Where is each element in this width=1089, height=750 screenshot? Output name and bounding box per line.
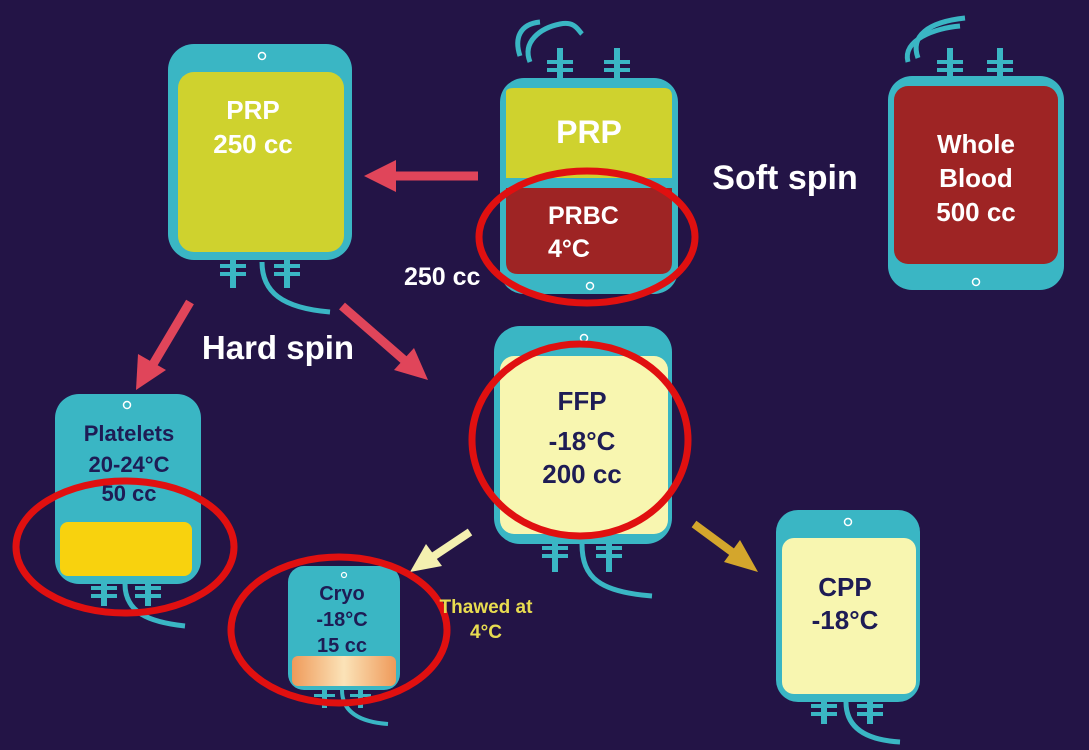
ffp-label: FFP	[557, 386, 606, 416]
arrow-to-platelets	[136, 299, 194, 390]
prbc-label: PRBC	[548, 202, 619, 230]
cryo-bag	[288, 566, 400, 726]
prbc-volume: 250 cc	[404, 263, 481, 291]
platelets-bag	[55, 394, 201, 629]
label-whole-blood: Whole Blood 500 cc	[936, 129, 1016, 227]
cpp-label: CPP	[818, 572, 871, 602]
ffp-bag	[494, 326, 672, 599]
cpp-temp: -18°C	[812, 605, 879, 635]
ffp-volume: 200 cc	[542, 459, 622, 489]
prp-label: PRP	[226, 95, 279, 125]
bag-port	[547, 48, 573, 78]
prp-volume: 250 cc	[213, 129, 293, 159]
whole-blood-bag	[888, 15, 1064, 290]
separated-prp-label: PRP	[556, 114, 622, 150]
bag-port	[811, 698, 837, 724]
bag-port	[135, 580, 161, 606]
bag-port	[274, 258, 300, 288]
bag-port	[604, 48, 630, 78]
whole-blood-volume: 500 cc	[936, 197, 1016, 227]
arrow-to-cryo	[410, 528, 473, 572]
prp-bag	[168, 44, 352, 315]
highlight-circle-platelets	[12, 477, 238, 617]
separated-blood-bag	[500, 19, 678, 294]
cryo-label: Cryo	[319, 583, 365, 605]
whole-blood-line: Whole	[937, 129, 1015, 159]
bag-port	[937, 48, 963, 78]
platelets-label: Platelets	[84, 421, 175, 446]
soft-spin-label: Soft spin	[712, 159, 857, 197]
thawed-temp: 4°C	[470, 622, 502, 643]
hard-spin-label: Hard spin	[202, 329, 354, 366]
bag-port	[987, 48, 1013, 78]
bag-port	[220, 258, 246, 288]
bag-port	[91, 580, 117, 606]
prbc-temp: 4°C	[548, 235, 590, 263]
whole-blood-line: Blood	[939, 163, 1013, 193]
bag-port	[857, 698, 883, 724]
cryo-volume: 15 cc	[317, 635, 367, 657]
bag-port	[542, 540, 568, 572]
cryo-temp: -18°C	[316, 609, 367, 631]
bag-port	[314, 688, 335, 708]
arrow-to-cpp	[691, 520, 758, 572]
thawed-label: Thawed at	[440, 597, 534, 618]
arrow-to-ffp	[339, 302, 428, 380]
platelets-temp: 20-24°C	[89, 452, 170, 477]
highlight-circle-prbc	[475, 167, 699, 307]
bag-port	[596, 540, 622, 572]
bag-port	[350, 688, 371, 708]
ffp-temp: -18°C	[549, 426, 616, 456]
cpp-bag	[776, 510, 920, 745]
highlight-circle-cryo	[227, 553, 451, 707]
platelets-volume: 50 cc	[101, 481, 156, 506]
arrow-to-prp	[364, 160, 478, 192]
highlight-circle-ffp	[468, 340, 692, 540]
